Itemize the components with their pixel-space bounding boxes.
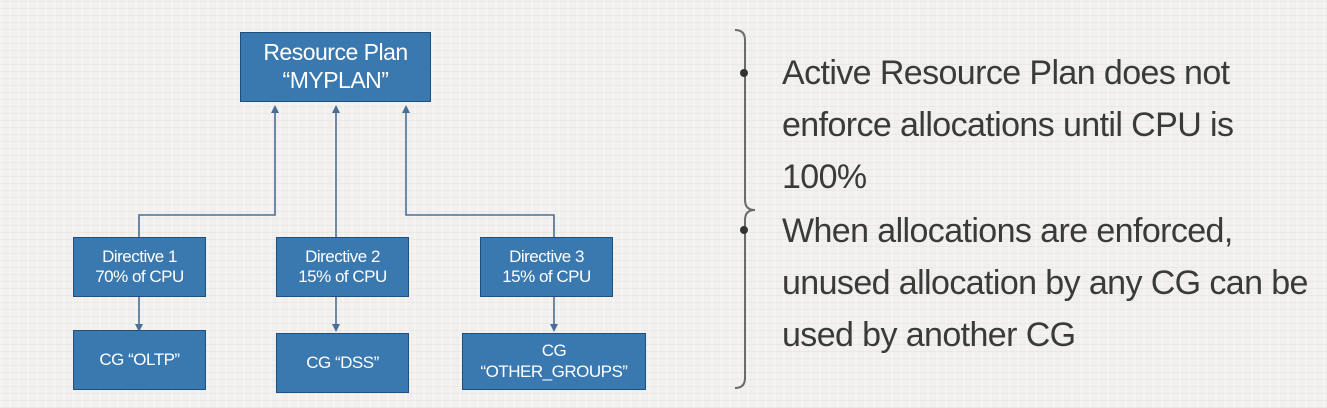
bullet-2-line-1: When allocations are enforced,: [782, 212, 1233, 250]
directive-1-box: Directive 1 70% of CPU: [73, 237, 206, 297]
bullet-1-line-2: enforce allocations until CPU is: [782, 106, 1234, 144]
cg-oltp-label: CG “OLTP”: [99, 349, 180, 369]
bullet-1: Active Resource Plan does not enforce al…: [782, 47, 1322, 203]
cg-other-groups-prefix: CG: [541, 341, 567, 361]
cg-other-groups-box: CG “OTHER_GROUPS”: [462, 333, 646, 390]
resource-plan-name: “MYPLAN”: [282, 67, 389, 93]
bullet-1-dot: [740, 69, 748, 77]
bullet-2-dot: [740, 226, 748, 234]
cg-other-groups-name: “OTHER_GROUPS”: [480, 361, 628, 381]
connector-directive-1-to-plan: [138, 105, 279, 237]
bullet-2-line-2: unused allocation by any CG can be: [782, 264, 1308, 302]
cg-oltp-box: CG “OLTP”: [73, 330, 206, 390]
directive-2-allocation: 15% of CPU: [298, 267, 387, 286]
bullet-2: When allocations are enforced, unused al…: [782, 205, 1322, 361]
directive-2-box: Directive 2 15% of CPU: [276, 237, 409, 297]
resource-plan-title: Resource Plan: [263, 39, 408, 66]
connector-directive-3-to-plan: [402, 105, 555, 237]
directive-1-label: Directive 1: [102, 246, 177, 266]
directive-3-label: Directive 3: [509, 246, 584, 266]
bullet-1-line-3: 100%: [782, 158, 867, 196]
directive-3-box: Directive 3 15% of CPU: [480, 237, 613, 297]
directive-2-label: Directive 2: [305, 246, 380, 266]
resource-plan-box: Resource Plan “MYPLAN”: [240, 32, 431, 102]
bullet-2-line-3: used by another CG: [782, 316, 1076, 354]
cg-dss-box: CG “DSS”: [276, 333, 409, 393]
bullet-1-line-1: Active Resource Plan does not: [782, 54, 1230, 92]
directive-1-allocation: 70% of CPU: [95, 267, 184, 286]
directive-3-allocation: 15% of CPU: [502, 267, 591, 286]
cg-dss-label: CG “DSS”: [306, 352, 379, 372]
